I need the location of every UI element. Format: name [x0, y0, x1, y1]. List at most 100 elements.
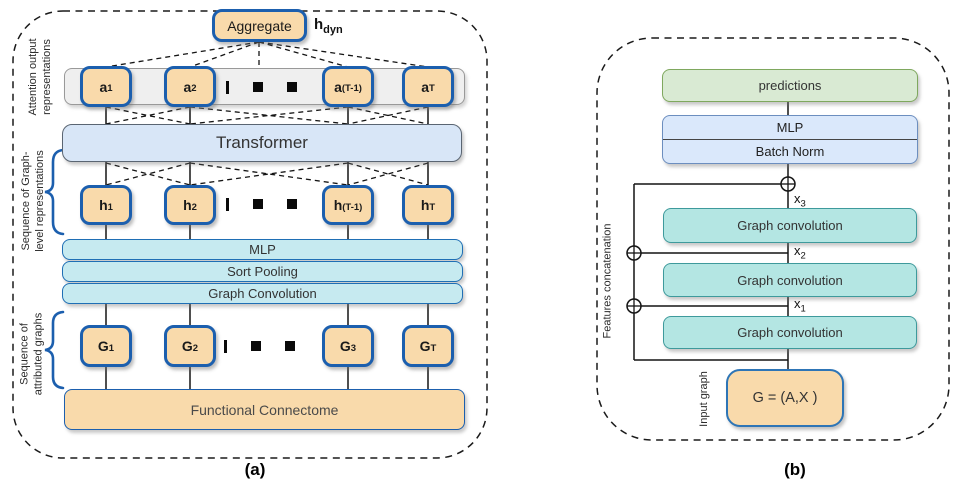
panel-a-caption: (a) [244, 460, 266, 479]
panel-a-vertical-connectors [105, 107, 429, 390]
node-label: G [419, 338, 431, 354]
node-label: a [99, 78, 108, 95]
graph-convolution-label: Graph convolution [737, 272, 843, 288]
x2-base: x [794, 243, 801, 258]
node-sub: 2 [191, 201, 197, 213]
node-label: a [421, 78, 429, 95]
side-label-attention-output: Attention output representations [27, 38, 53, 116]
x2-sub: 2 [800, 250, 806, 262]
graph-convolution-box-1: Graph convolution [663, 316, 917, 349]
node-label: h [183, 197, 192, 213]
node-sub: T [429, 201, 436, 213]
bar-icon [224, 339, 227, 353]
panel-b-caption: (b) [784, 460, 806, 479]
node-label: a [183, 78, 192, 95]
node-sub: (T-1) [341, 83, 362, 94]
side-label-input-graph: Input graph [698, 371, 710, 427]
connectome-label: Functional Connectome [190, 401, 339, 418]
node-sub: T [428, 83, 435, 94]
concat-plus-icons [626, 176, 796, 314]
brace-attributed-graphs [44, 310, 65, 390]
input-graph-box: G = (A,X ) [726, 369, 844, 427]
panel-b-wires [633, 102, 789, 370]
node-sub: 2 [192, 342, 199, 354]
predictions-box: predictions [662, 69, 918, 102]
node-sub: 1 [107, 83, 113, 94]
batch-norm-cell: Batch Norm [755, 144, 825, 159]
sort-pooling-label: Sort Pooling [227, 264, 298, 279]
hdyn-sub: dyn [323, 24, 343, 36]
ellipsis-separator-hidden [226, 197, 297, 211]
ellipsis-separator-attention [226, 80, 297, 94]
side-label-features-concatenation: Features concatenation [601, 223, 614, 339]
graph-convolution-label: Graph Convolution [208, 286, 317, 301]
mlp-batchnorm-box: MLP Batch Norm [662, 115, 918, 164]
brace-graph-level [44, 148, 65, 236]
x3-base: x [794, 191, 801, 206]
node-label: G [181, 338, 193, 354]
mlp-label: MLP [249, 242, 276, 257]
side-label-attributed-graphs: Sequence of attributed graphs [18, 312, 45, 396]
node-sub: 1 [108, 342, 115, 354]
graph-convolution-box-3: Graph convolution [663, 208, 917, 243]
node-label: G [97, 338, 109, 354]
side-label-graph-level: Sequence of Graph- level representations [20, 150, 46, 252]
transformer-box: Transformer [62, 124, 462, 162]
input-graph-label: G = (A,X ) [752, 390, 818, 406]
x3-sub: 3 [800, 198, 806, 210]
square-icon [285, 341, 295, 351]
x1-base: x [794, 296, 801, 311]
node-sub: (T-1) [342, 201, 363, 213]
node-label: h [420, 197, 430, 213]
mlp-box: MLP [62, 239, 463, 260]
square-icon [287, 199, 297, 209]
node-label: h [99, 197, 108, 213]
square-icon [253, 199, 263, 209]
hidden-box-hT-1: h(T-1) [322, 185, 374, 225]
aggregate-fan-lines [105, 41, 429, 81]
bar-icon [226, 197, 229, 211]
node-sub: 3 [350, 342, 357, 354]
node-sub: 2 [191, 83, 197, 94]
node-sub: 1 [107, 201, 113, 213]
attention-cross-lines-bottom [105, 162, 429, 186]
square-icon [253, 82, 263, 92]
graph-convolution-label: Graph convolution [737, 325, 843, 340]
x2-label: x2 [794, 243, 806, 262]
square-icon [251, 341, 261, 351]
aggregate-box: Aggregate [212, 9, 307, 42]
hdyn-label: hdyn [314, 16, 343, 36]
attention-box-aT-1: a(T-1) [322, 66, 374, 107]
x1-label: x1 [794, 296, 806, 315]
functional-connectome-box: Functional Connectome [64, 389, 465, 430]
node-label: G [339, 338, 351, 354]
aggregate-label: Aggregate [227, 17, 292, 34]
panel-b-border [596, 37, 950, 441]
panel-a-border [12, 10, 488, 459]
mlp-cell: MLP [663, 116, 917, 140]
transformer-label: Transformer [216, 133, 308, 152]
graph-convolution-label: Graph convolution [737, 218, 843, 233]
x1-sub: 1 [800, 303, 806, 315]
hdyn-base: h [314, 16, 324, 33]
x3-label: x3 [794, 191, 806, 210]
graph-convolution-box-2: Graph convolution [663, 263, 917, 297]
sort-pooling-box: Sort Pooling [62, 261, 463, 282]
ellipsis-separator-graphs [224, 339, 295, 353]
attention-cross-lines-top [105, 106, 429, 125]
predictions-label: predictions [758, 78, 822, 93]
node-sub: T [430, 342, 437, 354]
square-icon [287, 82, 297, 92]
